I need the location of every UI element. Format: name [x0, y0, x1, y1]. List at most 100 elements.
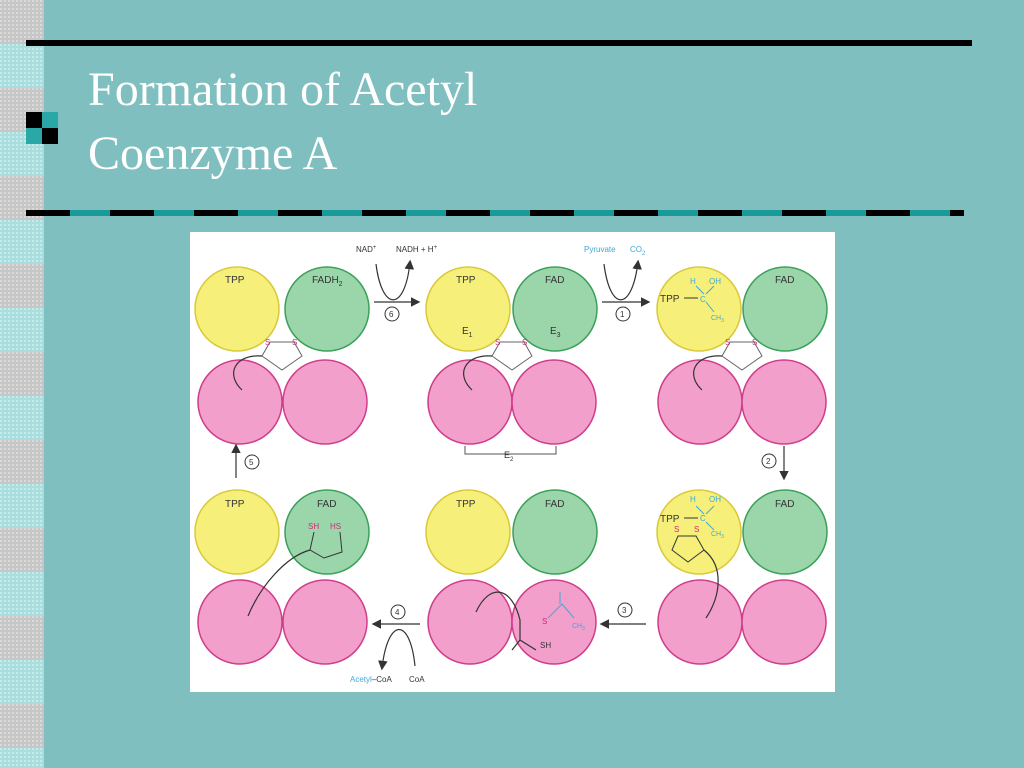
c-label: C — [700, 514, 706, 523]
step-5-number: 5 — [249, 458, 254, 467]
lipoyl-circle-right — [511, 579, 597, 665]
fad-circle — [512, 489, 598, 575]
dashed-rule — [26, 210, 964, 216]
lipoyl-arm — [693, 355, 723, 391]
lipoyl-circle-right — [282, 359, 368, 445]
acetyl-s-label: S — [542, 617, 547, 626]
step-6-circle — [384, 306, 400, 322]
lipoyl-arm — [233, 355, 263, 391]
title-line-1: Formation of Acetyl — [88, 63, 478, 116]
sulfur-left: S — [674, 525, 679, 534]
step-1-curve — [603, 259, 642, 301]
tpp-circle — [425, 489, 511, 575]
fad-circle — [742, 489, 828, 575]
step-6-curve — [375, 259, 415, 301]
tpp-label: TPP — [456, 275, 476, 286]
title-line-2: Coenzyme A — [88, 127, 338, 180]
complex-bottom-middle: TPP FAD S CH3 SH — [425, 489, 598, 665]
sulfur-left: S — [725, 338, 730, 347]
lipoyl-circle-right — [511, 359, 597, 445]
tpp-circle — [656, 489, 742, 575]
lipoyl-arm — [703, 549, 719, 619]
lipoyl-circle-left — [657, 359, 743, 445]
complex-top-left: TPP FADH2 S S — [194, 266, 370, 445]
tpp-dash-label: TPP — [660, 294, 680, 305]
sh-label: SH — [308, 522, 319, 531]
step-4-number: 4 — [395, 608, 400, 617]
step-3-number: 3 — [622, 606, 627, 615]
step-6-number: 6 — [389, 310, 394, 319]
step-2-circle — [761, 453, 777, 469]
sulfur-left: S — [265, 338, 270, 347]
complex-top-right: TPP H OH C CH3 FAD S S — [656, 266, 828, 445]
sulfur-right: S — [694, 525, 699, 534]
acetyl-sh-label: SH — [540, 641, 551, 650]
tpp-circle — [194, 489, 280, 575]
oh-label: OH — [709, 495, 721, 504]
tpp-circle — [194, 266, 280, 352]
step-1-reaction: Pyruvate CO2 1 — [584, 245, 651, 322]
oh-label: OH — [709, 277, 721, 286]
lipoyl-circle-left — [197, 579, 283, 665]
step-4-circle — [390, 604, 406, 620]
fad-label: FAD — [317, 499, 336, 510]
acetyl-coa-label: Acetyl–CoA — [350, 675, 392, 684]
sulfur-right: S — [292, 338, 297, 347]
lipoyl-circle-left — [197, 359, 283, 445]
acetyl-group-bonds — [547, 592, 575, 619]
diagram-panel: TPP FADH2 S S NAD+ NADH + H+ 6 TPP E1 FA… — [190, 232, 835, 692]
sulfur-right: S — [752, 338, 757, 347]
lipoyl-circle-left — [657, 579, 743, 665]
fad-label: FAD — [545, 275, 564, 286]
lipoyl-ring — [721, 341, 763, 371]
lipoyl-arm — [247, 549, 311, 617]
step-3-circle — [617, 602, 633, 618]
tpp-label: TPP — [225, 275, 245, 286]
tpp-label: TPP — [456, 499, 476, 510]
coa-label: CoA — [409, 675, 425, 684]
lipoyl-arm — [463, 355, 493, 391]
step-1-circle — [615, 306, 631, 322]
sulfur-right: S — [522, 338, 527, 347]
step-2-number: 2 — [766, 457, 771, 466]
lipoyl-circle-right — [741, 579, 827, 665]
sulfur-left: S — [495, 338, 500, 347]
complex-bottom-right: TPP H OH C CH3 S S FAD — [656, 489, 828, 665]
step-4-curve — [378, 628, 416, 671]
step-4-reaction: 4 Acetyl–CoA CoA — [350, 604, 425, 684]
step-6-reaction: NAD+ NADH + H+ 6 — [356, 245, 438, 322]
nad-label: NAD+ — [356, 245, 377, 254]
acetyl-ch3-label: CH3 — [572, 623, 585, 632]
nadh-label: NADH + H+ — [396, 245, 438, 254]
lipoyl-circle-left — [427, 359, 513, 445]
e1-label: E1 — [462, 326, 473, 339]
tpp-label: TPP — [225, 499, 245, 510]
complex-bottom-left: TPP FAD SH HS — [194, 489, 370, 665]
lipoyl-ring — [261, 341, 303, 371]
hs-label: HS — [330, 522, 341, 531]
e3-label: E3 — [550, 326, 561, 339]
fadh2-circle — [284, 266, 370, 352]
e2-label: E2 — [504, 450, 514, 463]
tpp-circle — [656, 266, 742, 352]
step-2-reaction: 2 — [761, 446, 789, 481]
step-5-reaction: 5 — [231, 443, 260, 478]
fad-circle — [742, 266, 828, 352]
fad-circle — [284, 489, 370, 575]
hydroxyethyl-bonds — [695, 505, 715, 531]
fad-circle — [512, 266, 598, 352]
step-1-number: 1 — [620, 310, 625, 319]
fad-label: FAD — [545, 499, 564, 510]
pyruvate-label: Pyruvate — [584, 245, 616, 254]
fad-label: FAD — [775, 499, 794, 510]
fadh2-label: FADH2 — [312, 275, 343, 288]
complex-top-middle: TPP E1 FAD E3 S S E2 — [425, 266, 598, 463]
c-label: C — [700, 295, 706, 304]
hydroxyethyl-bonds — [695, 285, 715, 313]
h-label: H — [690, 495, 696, 504]
acetyl-lipoyl-arm — [475, 591, 537, 651]
square-bullet-icon — [26, 112, 58, 144]
e2-bracket — [464, 446, 557, 455]
h-label: H — [690, 277, 696, 286]
reduced-lipoyl — [309, 531, 343, 559]
